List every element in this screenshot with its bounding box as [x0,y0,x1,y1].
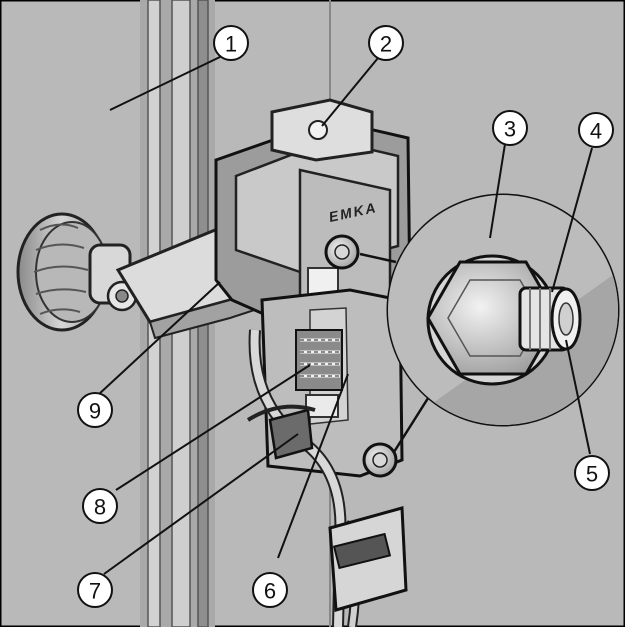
wiring-terminals [295,329,343,391]
svg-text:5: 5 [586,462,598,487]
callout-1: 1 [213,25,249,61]
callout-5: 5 [574,455,610,491]
callout-3: 3 [492,110,528,146]
svg-text:8: 8 [94,495,106,520]
upper-mounting-nut [324,234,360,270]
svg-text:1: 1 [225,32,237,57]
svg-text:9: 9 [89,399,101,424]
callout-7: 7 [77,572,113,608]
callout-6: 6 [252,572,288,608]
lock-housing [16,212,138,332]
magnifier-leader-bottom [392,394,432,453]
magnified-detail [386,193,620,427]
callout-8: 8 [82,488,118,524]
svg-text:6: 6 [264,579,276,604]
callout-2: 2 [368,25,404,61]
lower-mounting-nut [362,442,398,478]
callout-9: 9 [77,392,113,428]
svg-text:3: 3 [504,117,516,142]
svg-text:2: 2 [380,32,392,57]
magnifier-leader-top [359,252,397,264]
callout-4: 4 [578,112,614,148]
svg-text:4: 4 [590,119,602,144]
cable-tie-base [328,506,408,612]
leader-lines [97,55,593,575]
svg-text:7: 7 [89,579,101,604]
